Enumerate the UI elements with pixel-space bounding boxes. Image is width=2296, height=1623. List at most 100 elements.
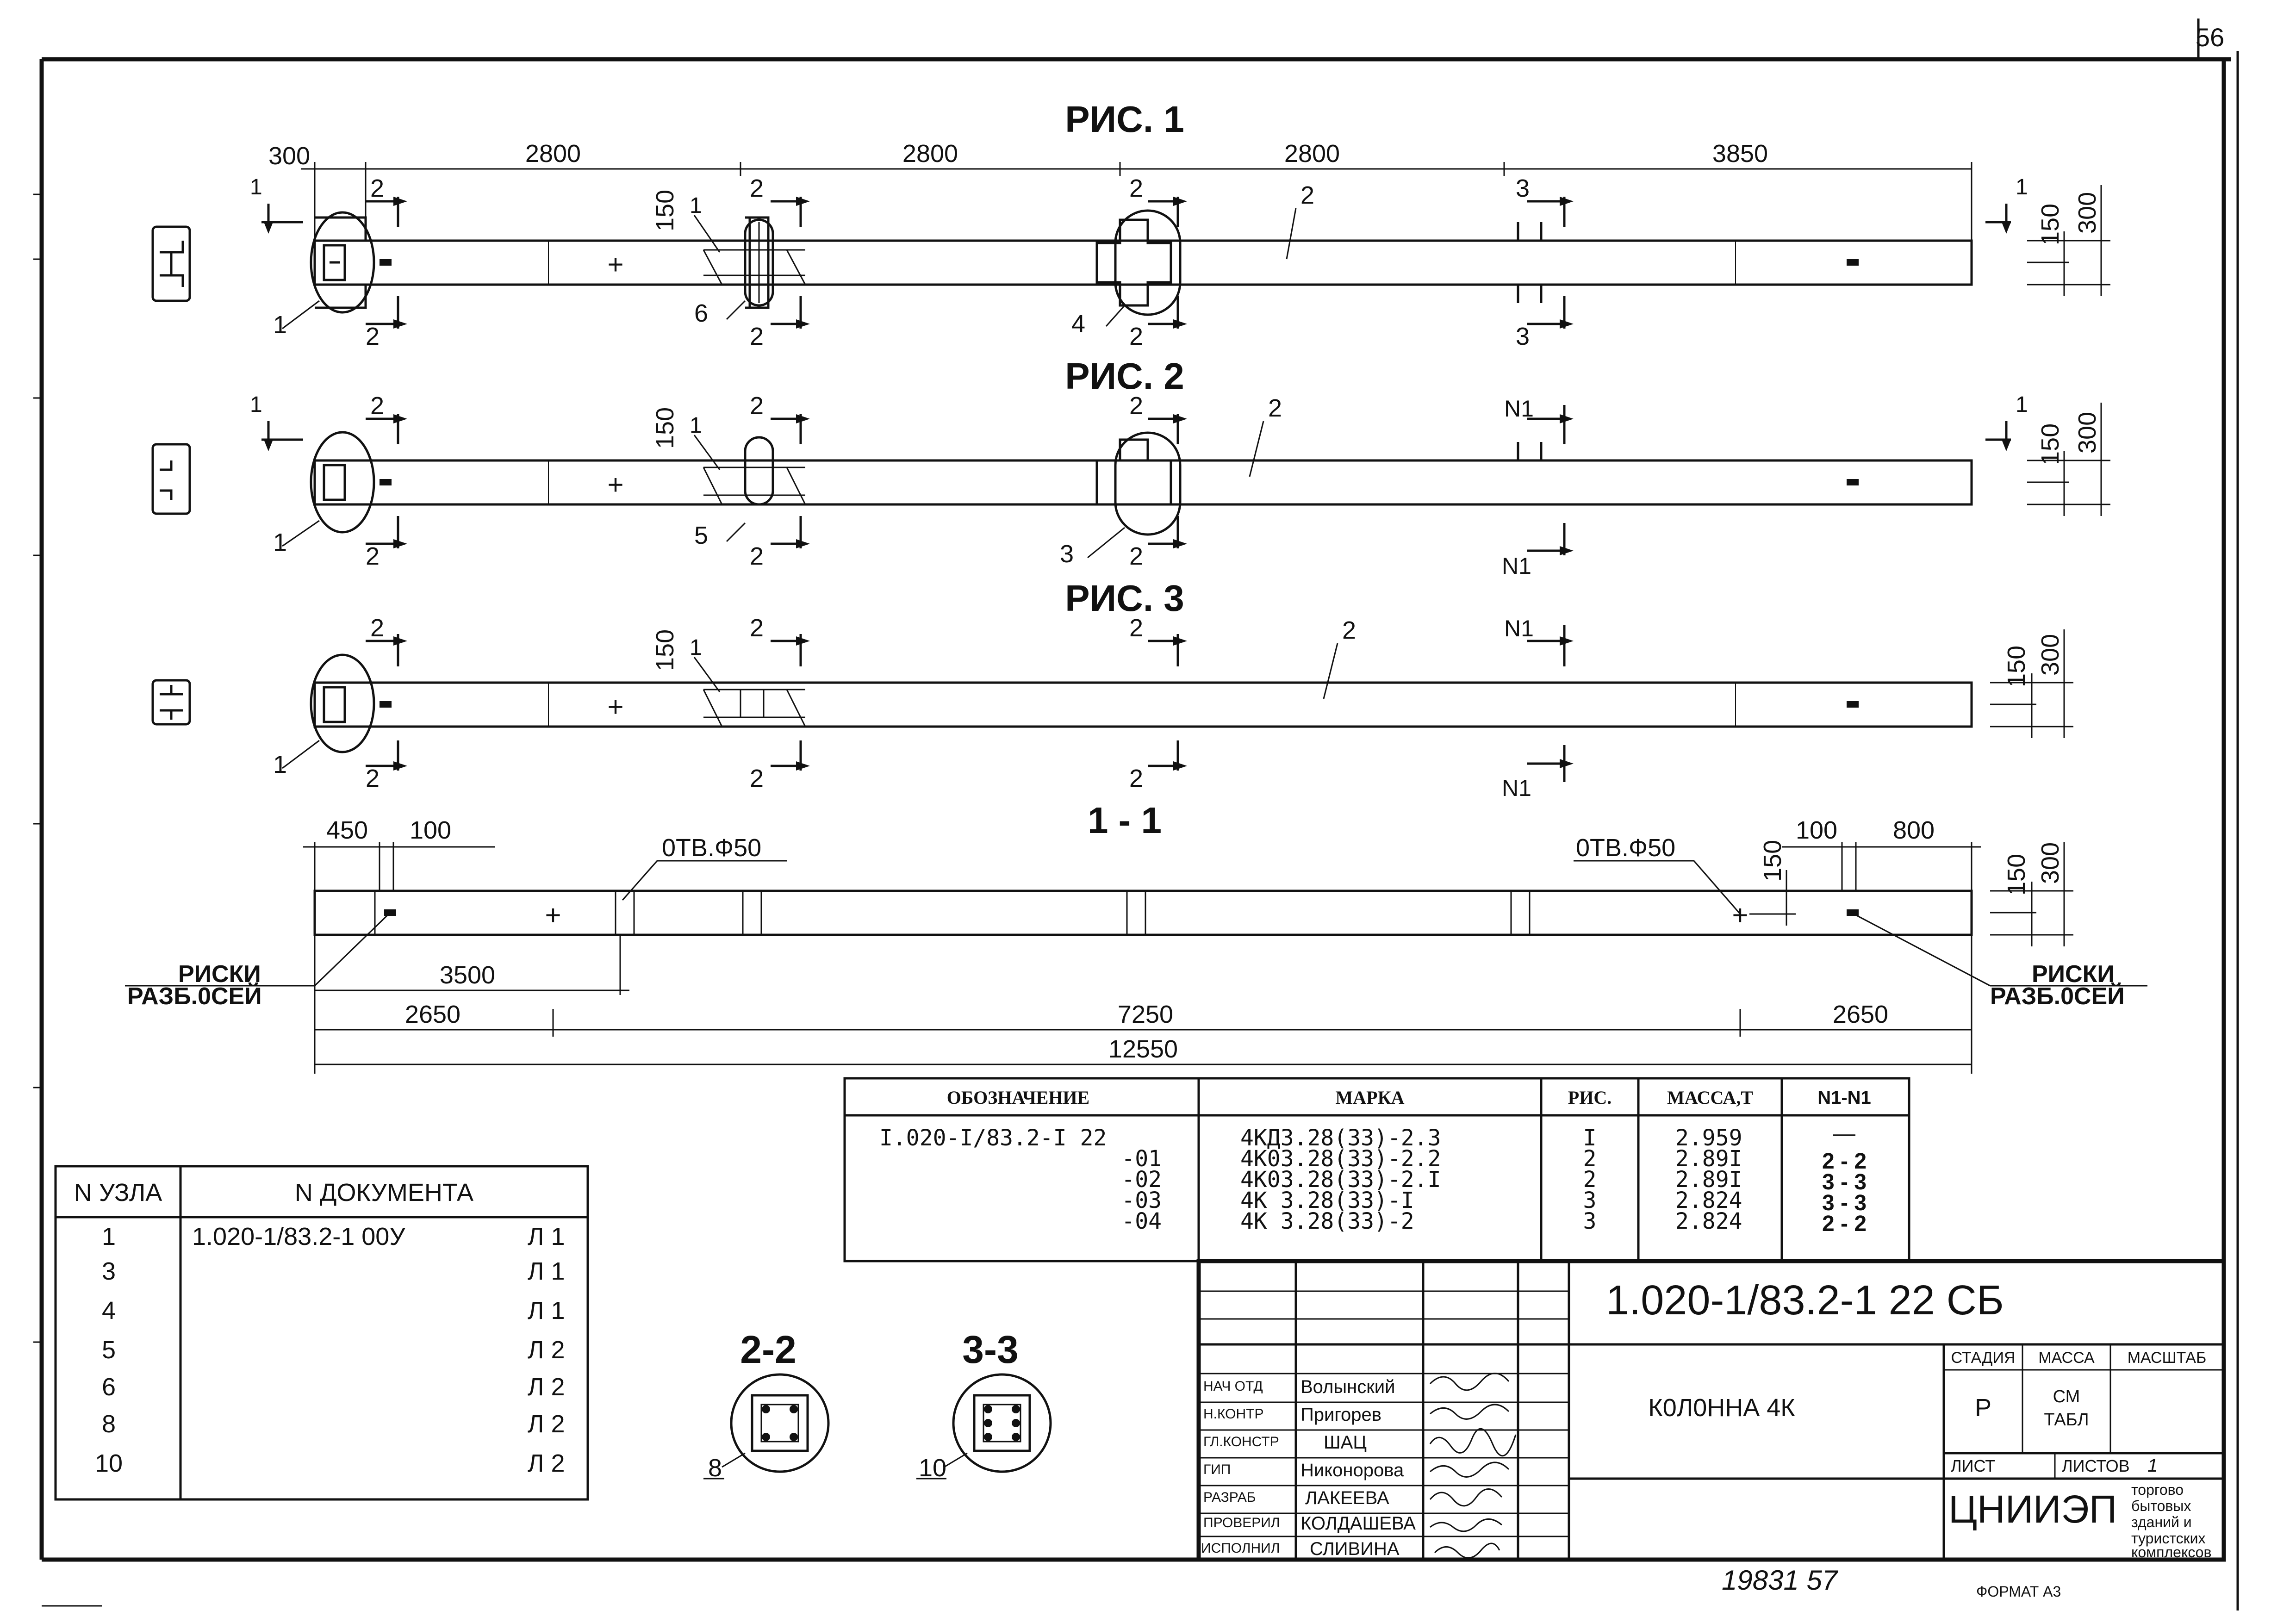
svg-text:2: 2 — [1129, 542, 1143, 570]
svg-text:2.824: 2.824 — [1675, 1188, 1742, 1213]
svg-text:ШАЦ: ШАЦ — [1324, 1432, 1367, 1453]
fig1-column-body — [313, 239, 1973, 286]
svg-text:Пригорев: Пригорев — [1300, 1405, 1381, 1425]
sheet-number: 56 — [2196, 23, 2224, 52]
svg-text:ГЛ.КОНСТР: ГЛ.КОНСТР — [1203, 1434, 1279, 1449]
organization: ЦНИИЭП — [1948, 1487, 2117, 1531]
svg-text:-02: -02 — [1121, 1167, 1162, 1193]
svg-text:1: 1 — [273, 529, 287, 556]
svg-text:Л 2: Л 2 — [528, 1449, 565, 1477]
svg-text:2.89I: 2.89I — [1675, 1146, 1742, 1172]
nodes-row: 10 Л 2 — [95, 1449, 565, 1477]
svg-text:4К 3.28(33)-I: 4К 3.28(33)-I — [1240, 1188, 1414, 1213]
format-label: ФОРМАТ А3 — [1976, 1583, 2061, 1600]
svg-text:СТАДИЯ: СТАДИЯ — [1951, 1349, 2016, 1367]
svg-text:+: + — [607, 249, 623, 280]
fig1-dimension-chain: 300 2800 2800 2800 3850 — [268, 140, 1972, 241]
svg-text:3: 3 — [1060, 540, 1074, 568]
svg-text:8: 8 — [102, 1410, 116, 1438]
svg-text:2: 2 — [1129, 392, 1143, 420]
svg-text:150: 150 — [651, 407, 679, 449]
svg-text:4К03.28(33)-2.I: 4К03.28(33)-2.I — [1240, 1167, 1441, 1193]
marks-label-left-2: РАЗБ.0СЕЙ — [127, 983, 262, 1010]
svg-text:3: 3 — [1583, 1208, 1597, 1234]
section-1-1: 1 - 1 + + 450 100 100 800 0ТВ.Ф50 0ТВ.Ф5… — [125, 800, 2147, 1074]
svg-text:Волынский: Волынский — [1300, 1377, 1395, 1397]
figure-3-title: РИС. 3 — [1065, 578, 1184, 619]
svg-text:I: I — [1583, 1125, 1597, 1151]
svg-text:—: — — [1833, 1121, 1855, 1146]
dim-2800-b: 2800 — [902, 140, 958, 168]
svg-text:150: 150 — [2036, 204, 2064, 245]
svg-text:2: 2 — [370, 614, 384, 642]
svg-text:Л 1: Л 1 — [528, 1257, 565, 1285]
svg-text:2: 2 — [750, 765, 764, 792]
svg-text:5: 5 — [694, 522, 708, 549]
svg-text:2: 2 — [366, 323, 380, 350]
svg-text:СЛИВИНА: СЛИВИНА — [1310, 1539, 1400, 1559]
svg-text:100: 100 — [1796, 816, 1837, 844]
svg-text:4КД3.28(33)-2.3: 4КД3.28(33)-2.3 — [1240, 1125, 1441, 1151]
svg-text:150: 150 — [2036, 423, 2064, 465]
marks-label-left-1: РИСКИ — [178, 961, 261, 988]
svg-text:10: 10 — [95, 1449, 123, 1477]
svg-text:ГИП: ГИП — [1203, 1462, 1231, 1477]
svg-text:КОЛДАШЕВА: КОЛДАШЕВА — [1300, 1513, 1416, 1534]
dim-3850: 3850 — [1712, 140, 1768, 168]
spec-header-designation: ОБОЗНАЧЕНИЕ — [947, 1087, 1089, 1108]
svg-text:6: 6 — [694, 299, 708, 327]
svg-text:1: 1 — [250, 392, 262, 417]
svg-text:N1: N1 — [1504, 616, 1534, 641]
svg-text:2 - 2: 2 - 2 — [1822, 1212, 1867, 1236]
hole-label-right: 0ТВ.Ф50 — [1576, 834, 1675, 862]
svg-text:2: 2 — [750, 392, 764, 420]
svg-text:4: 4 — [1071, 310, 1085, 338]
svg-text:ЛИСТ: ЛИСТ — [1951, 1456, 1995, 1475]
handwritten-signatures — [1429, 1373, 1517, 1559]
svg-text:3: 3 — [1516, 174, 1530, 202]
signature-row: ГЛ.КОНСТР ШАЦ — [1203, 1432, 1367, 1453]
marks-label-right-2: РАЗБ.0СЕЙ — [1990, 983, 2125, 1010]
item-name: К0Л0ННА 4К — [1648, 1394, 1795, 1422]
svg-text:Никонорова: Никонорова — [1300, 1460, 1404, 1480]
svg-text:7250: 7250 — [1118, 1001, 1173, 1028]
fig1-section-icon — [151, 225, 191, 302]
svg-text:150: 150 — [2003, 854, 2030, 895]
fig2-column-body — [313, 459, 1973, 506]
svg-text:1: 1 — [690, 635, 702, 660]
svg-text:N1: N1 — [1502, 775, 1531, 801]
svg-text:N1: N1 — [1504, 396, 1534, 422]
svg-text:800: 800 — [1893, 816, 1935, 844]
svg-text:1: 1 — [2147, 1455, 2158, 1476]
svg-text:3: 3 — [1583, 1188, 1597, 1213]
svg-text:торгово: торгово — [2131, 1481, 2184, 1498]
svg-text:+: + — [607, 691, 623, 722]
svg-text:3: 3 — [1516, 323, 1530, 350]
signature-row: ПРОВЕРИЛ КОЛДАШЕВА — [1203, 1513, 1416, 1534]
spec-row: -01 4К03.28(33)-2.2 2 2.89I 2 - 2 — [1121, 1146, 1867, 1174]
svg-text:+: + — [607, 469, 623, 500]
spec-header-mark: МАРКА — [1336, 1087, 1405, 1108]
svg-text:2 - 2: 2 - 2 — [1822, 1149, 1867, 1174]
figure-1-title: РИС. 1 — [1065, 99, 1184, 140]
svg-text:МАСШТАБ: МАСШТАБ — [2128, 1349, 2207, 1367]
svg-text:1: 1 — [250, 175, 262, 199]
svg-text:150: 150 — [1759, 840, 1786, 882]
svg-text:2.89I: 2.89I — [1675, 1167, 1742, 1193]
svg-text:-04: -04 — [1121, 1208, 1162, 1234]
svg-text:2.959: 2.959 — [1675, 1125, 1742, 1151]
svg-text:5: 5 — [102, 1336, 116, 1364]
nodes-header-doc: N ДОКУМЕНТА — [295, 1179, 473, 1206]
svg-text:2-2: 2-2 — [740, 1328, 796, 1371]
svg-text:-01: -01 — [1121, 1146, 1162, 1172]
nodes-row: 8 Л 2 — [102, 1410, 565, 1438]
nodes-header-node: N УЗЛА — [74, 1179, 162, 1206]
svg-text:4: 4 — [102, 1297, 116, 1325]
svg-text:ЛИСТОВ: ЛИСТОВ — [2062, 1456, 2130, 1475]
svg-text:2650: 2650 — [405, 1001, 460, 1028]
spec-row: -04 4К 3.28(33)-2 3 2.824 2 - 2 — [1121, 1208, 1867, 1236]
svg-text:3-3: 3-3 — [962, 1328, 1018, 1371]
svg-text:2: 2 — [1129, 765, 1143, 792]
specification-table: ОБОЗНАЧЕНИЕ МАРКА РИС. МАССА,Т N1-N1 I.0… — [843, 1077, 1910, 1262]
nodes-row: 6 Л 2 — [102, 1373, 565, 1401]
